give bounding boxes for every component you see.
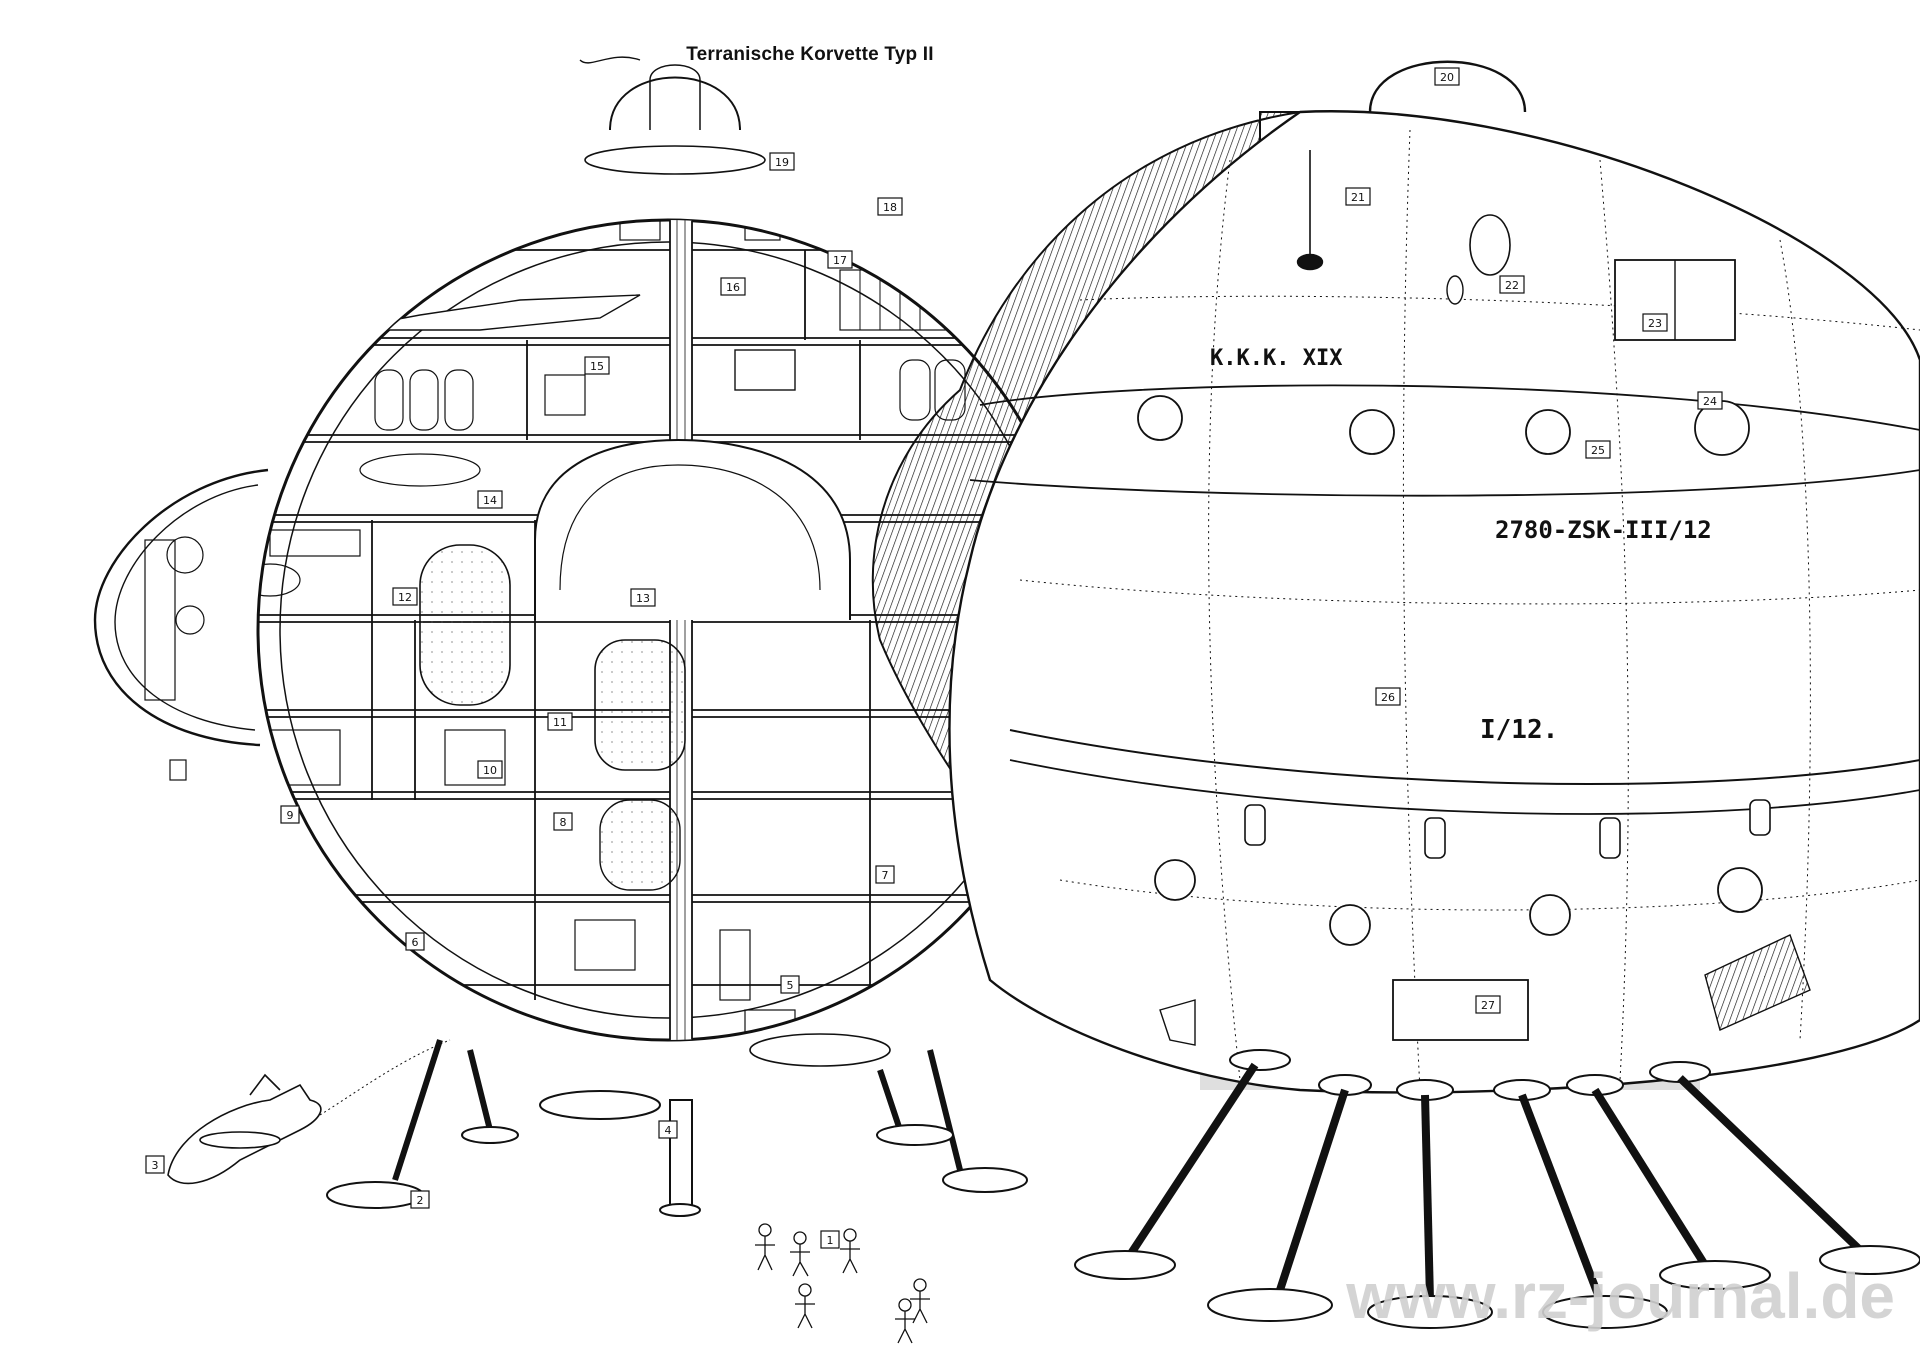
exterior-sphere xyxy=(871,60,1920,1094)
callout-tag-5: 5 xyxy=(780,975,800,994)
callout-number: 18 xyxy=(883,201,897,214)
callout-tag-15: 15 xyxy=(584,356,610,375)
callout-tag-14: 14 xyxy=(477,490,503,509)
callout-number: 15 xyxy=(590,360,604,373)
callout-tag-3: 3 xyxy=(145,1155,165,1174)
callout-number: 20 xyxy=(1440,71,1454,84)
callout-number: 24 xyxy=(1703,395,1717,408)
callout-number: 14 xyxy=(483,494,497,507)
crew-figures xyxy=(755,1223,930,1344)
callout-tag-22: 22 xyxy=(1499,275,1525,294)
callout-number: 13 xyxy=(636,592,650,605)
callout-tag-23: 23 xyxy=(1642,313,1668,332)
callout-number: 26 xyxy=(1381,691,1395,704)
callout-number: 21 xyxy=(1351,191,1365,204)
callout-tag-25: 25 xyxy=(1585,440,1611,459)
callout-tag-6: 6 xyxy=(405,932,425,951)
cutaway-sphere xyxy=(93,56,1080,1217)
callout-number: 4 xyxy=(665,1124,672,1137)
landing-legs-left xyxy=(326,1039,1028,1217)
callout-tag-18: 18 xyxy=(877,197,903,216)
callout-tag-17: 17 xyxy=(827,250,853,269)
callout-number: 5 xyxy=(787,979,794,992)
side-pod xyxy=(93,468,269,781)
callout-number: 27 xyxy=(1481,999,1495,1012)
callout-tag-12: 12 xyxy=(392,587,418,606)
callout-number: 19 xyxy=(775,156,789,169)
callout-number: 11 xyxy=(553,716,567,729)
watermark-text: www.rz-journal.de xyxy=(1345,1260,1895,1332)
callout-tag-9: 9 xyxy=(280,805,300,824)
callout-number: 16 xyxy=(726,281,740,294)
hull-serial-label: 2780-ZSK-III/12 xyxy=(1495,516,1712,544)
callout-number: 2 xyxy=(417,1194,424,1207)
callout-tag-4: 4 xyxy=(658,1120,678,1139)
landing-legs-right xyxy=(1074,1049,1920,1329)
diagram-title: Terranische Korvette Typ II xyxy=(686,44,934,65)
callout-tag-26: 26 xyxy=(1375,687,1401,706)
callout-number: 8 xyxy=(560,816,567,829)
callout-tag-11: 11 xyxy=(547,712,573,731)
callout-number: 1 xyxy=(827,1234,834,1247)
shuttle-craft xyxy=(167,1039,451,1185)
callout-tag-27: 27 xyxy=(1475,995,1501,1014)
callout-tag-8: 8 xyxy=(553,812,573,831)
callout-number: 9 xyxy=(287,809,294,822)
callout-tag-10: 10 xyxy=(477,760,503,779)
callout-number: 23 xyxy=(1648,317,1662,330)
callout-tag-1: 1 xyxy=(820,1230,840,1249)
callout-tag-2: 2 xyxy=(410,1190,430,1209)
callout-tag-21: 21 xyxy=(1345,187,1371,206)
callout-number: 7 xyxy=(882,869,889,882)
callout-tag-16: 16 xyxy=(720,277,746,296)
callout-number: 17 xyxy=(833,254,847,267)
callout-number: 12 xyxy=(398,591,412,604)
callout-tag-19: 19 xyxy=(769,152,795,171)
callout-number: 3 xyxy=(152,1159,159,1172)
hull-registry-label: K.K.K. XIX xyxy=(1210,346,1342,371)
callout-number: 10 xyxy=(483,764,497,777)
callout-tag-13: 13 xyxy=(630,588,656,607)
callout-number: 25 xyxy=(1591,444,1605,457)
hull-section-label: I/12. xyxy=(1480,715,1558,745)
callout-number: 22 xyxy=(1505,279,1519,292)
callout-number: 6 xyxy=(412,936,419,949)
callout-tag-7: 7 xyxy=(875,865,895,884)
callout-tag-24: 24 xyxy=(1697,391,1723,410)
callout-tag-20: 20 xyxy=(1434,67,1460,86)
